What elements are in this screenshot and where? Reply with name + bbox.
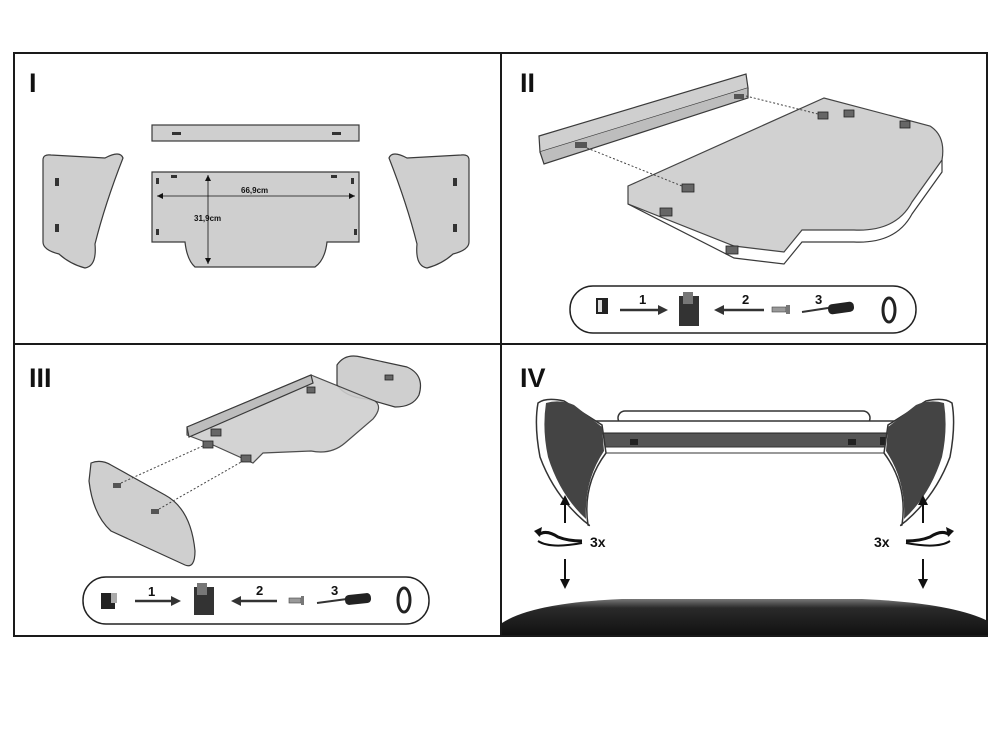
step-3-drawing: 1 2 3 xyxy=(82,355,430,625)
step-1-panel: I 66,9cm 31,9cm xyxy=(15,54,500,343)
step-4-panel: IV 3x xyxy=(502,345,988,635)
car-roof xyxy=(502,599,988,635)
washer-icon xyxy=(396,586,412,614)
sequence-step-3: 3 xyxy=(331,583,338,598)
arrow-right-icon xyxy=(135,596,181,606)
rear-bar-part xyxy=(538,73,749,153)
right-side-plate xyxy=(388,153,470,269)
arrow-down-icon xyxy=(918,559,928,589)
step-4-drawing: 3x 3x xyxy=(502,398,988,635)
sequence-step-2: 2 xyxy=(742,292,749,307)
bracket-icon xyxy=(101,593,117,609)
rotate-icon xyxy=(905,527,954,547)
screwdriver-icon xyxy=(801,301,855,315)
bracket-icon xyxy=(194,583,214,615)
sequence-step-1: 1 xyxy=(639,292,646,307)
washer-icon xyxy=(881,296,897,324)
main-plate-part xyxy=(627,97,944,253)
arrow-up-icon xyxy=(560,495,570,523)
screw-icon xyxy=(288,596,304,605)
bracket-icon xyxy=(596,298,608,314)
step-1-drawing: 66,9cm 31,9cm xyxy=(42,124,470,269)
assembled-platform xyxy=(186,374,380,464)
rotate-icon xyxy=(534,527,583,547)
arrow-left-icon xyxy=(231,596,277,606)
step-1-label: I xyxy=(29,68,37,98)
arrow-left-icon xyxy=(714,305,764,315)
step-4-label: IV xyxy=(520,363,546,393)
arrow-right-icon xyxy=(620,305,668,315)
height-dimension: 31,9cm xyxy=(194,214,221,223)
arrow-down-icon xyxy=(560,559,570,589)
sequence-step-3: 3 xyxy=(815,292,822,307)
sequence-step-1: 1 xyxy=(148,584,155,599)
width-dimension: 66,9cm xyxy=(241,186,268,195)
rear-bar-part xyxy=(151,124,360,142)
arrow-up-icon xyxy=(918,495,928,523)
rotation-count-left: 3x xyxy=(590,534,606,550)
divider-horizontal xyxy=(13,343,988,345)
step-2-label: II xyxy=(520,68,536,98)
step-3-label: III xyxy=(29,363,52,393)
step-3-panel: III 1 xyxy=(15,345,500,635)
sequence-step-2: 2 xyxy=(256,583,263,598)
left-side-plate xyxy=(42,153,124,269)
step-2-panel: II 1 xyxy=(502,54,988,343)
bracket-icon xyxy=(679,292,699,326)
step-2-drawing: 1 2 3 xyxy=(538,73,944,334)
rotation-count-right: 3x xyxy=(874,534,890,550)
screw-icon xyxy=(771,305,790,314)
left-side-plate xyxy=(88,460,196,567)
screwdriver-icon xyxy=(316,593,372,605)
